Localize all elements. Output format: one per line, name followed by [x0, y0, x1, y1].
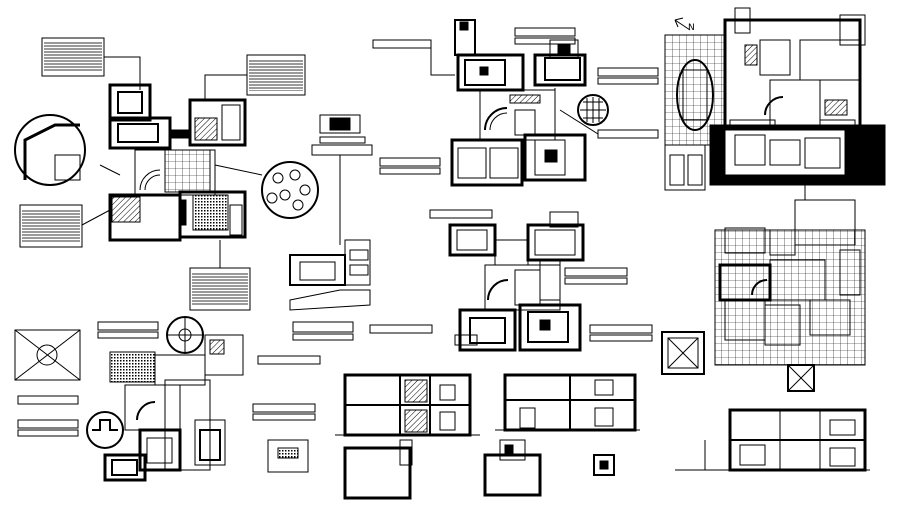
- section-drawing-1: [335, 373, 480, 437]
- plan-small-2: [483, 439, 542, 497]
- callout-note-1d: [189, 267, 251, 311]
- detail-circle-3: [577, 94, 609, 126]
- plan-small-1: [343, 439, 413, 500]
- detail-circle-1: [14, 114, 86, 186]
- floor-plan-6: [14, 316, 321, 482]
- plan-small-3: [593, 454, 615, 476]
- north-label: N: [688, 23, 695, 33]
- detail-circle-4: [86, 411, 124, 449]
- section-drawing-2: [495, 373, 640, 432]
- north-arrow-icon: [674, 17, 691, 31]
- detail-circle-2: [261, 161, 319, 219]
- floor-plan-5: [661, 199, 866, 392]
- floor-plan-1: [14, 37, 373, 341]
- callout-note-1a: [41, 37, 105, 77]
- site-plan: N: [664, 7, 886, 200]
- section-drawing-3: [675, 408, 870, 472]
- callout-note-1c: [19, 204, 83, 248]
- floor-plan-4: [369, 209, 653, 352]
- callout-note-1b: [246, 54, 306, 96]
- elevation-detail: [289, 239, 371, 311]
- floor-plan-2: [372, 19, 659, 187]
